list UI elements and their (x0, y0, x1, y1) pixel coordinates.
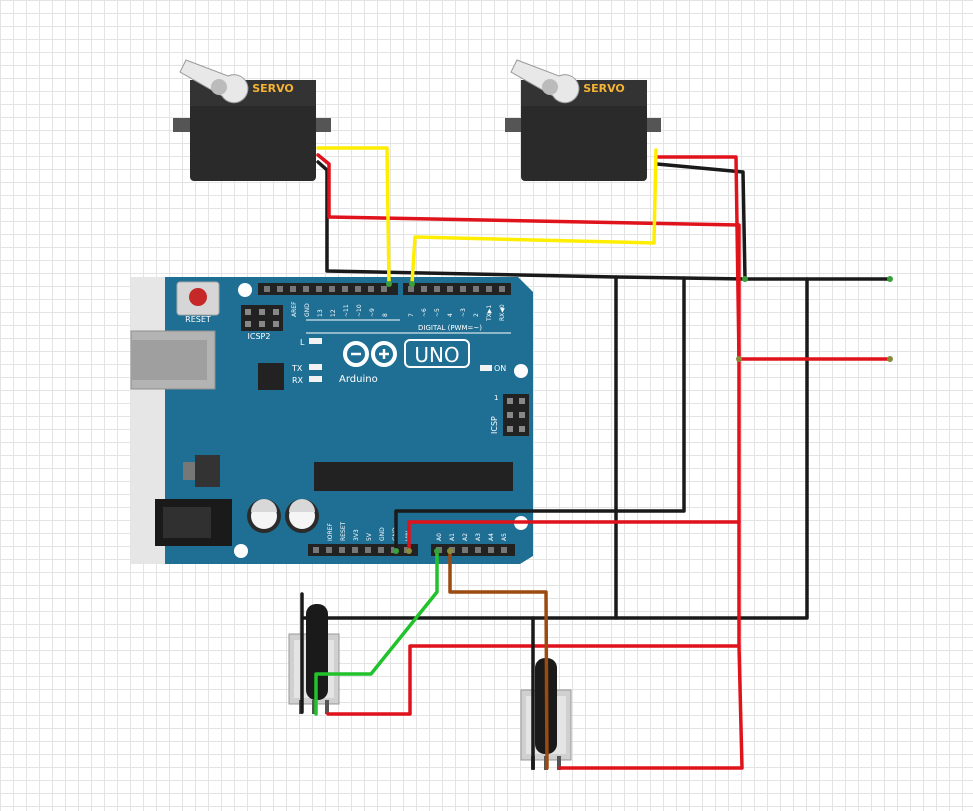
pin-label-6: ~6 (421, 308, 428, 317)
pin-label-12: 12 (330, 309, 337, 317)
led-l-label: L (300, 338, 305, 347)
board-pcb (165, 277, 533, 564)
mount-hole (234, 544, 248, 558)
pin-label-9: ~9 (369, 308, 376, 317)
wire-power-pot-right[interactable] (558, 644, 744, 770)
arduino-logo: UNO Arduino (339, 339, 470, 385)
pin-label-rx0: RX◀0 (499, 304, 506, 321)
led-on (480, 365, 492, 371)
pin-label-a0: A0 (436, 533, 443, 541)
wire-pot-right-signal[interactable] (448, 549, 549, 770)
servo-shaft (211, 79, 227, 95)
servo-right[interactable]: SERVO (505, 59, 661, 181)
pin-label-gnd: GND (304, 303, 311, 317)
led-tx (309, 364, 322, 370)
wire-servo-right-ground[interactable] (655, 162, 747, 281)
pot-pin (325, 700, 329, 714)
servo-shaft (542, 79, 558, 95)
wire-power-pot-left[interactable] (326, 520, 741, 716)
icsp2-header (241, 305, 283, 331)
pin-label-8: 8 (382, 313, 389, 317)
reset-button-cap[interactable] (189, 288, 207, 306)
arduino-board[interactable]: RESET ICSP2 AREF GND (130, 277, 533, 564)
wire-pot-left-signal[interactable] (314, 549, 439, 716)
pin-label-a4: A4 (488, 533, 495, 541)
pin-label-a2: A2 (462, 533, 469, 541)
icsp2-label: ICSP2 (248, 332, 271, 341)
usb-chip (258, 363, 284, 390)
reset-label: RESET (185, 315, 211, 324)
pin-label-gnd1: GND (379, 527, 386, 541)
digital-header-low (403, 283, 511, 295)
pin-label-5: ~5 (434, 308, 441, 317)
pin-label-10: ~10 (356, 304, 363, 317)
pin-label-5v: 5V (366, 532, 373, 541)
power-header (308, 544, 418, 556)
pin-label-4: 4 (447, 313, 454, 317)
usb-connector-inner (131, 340, 207, 380)
uno-label: UNO (414, 343, 459, 367)
icsp-header (503, 394, 529, 436)
pin-label-a3: A3 (475, 533, 482, 541)
servo-left-label: SERVO (252, 82, 294, 95)
pin-label-3v3: 3V3 (353, 529, 360, 541)
wire-ground-drop-3[interactable] (300, 277, 809, 714)
voltage-regulator (195, 455, 220, 487)
wire-servo-right-signal[interactable] (410, 148, 658, 286)
digital-label: DIGITAL (PWM=~) (418, 324, 482, 332)
pin-label-7: 7 (408, 313, 415, 317)
wire-servo-right-power[interactable] (654, 155, 741, 361)
pin-label-2: 2 (473, 313, 480, 317)
led-l (309, 338, 322, 344)
wire-servo-left-signal[interactable] (316, 146, 391, 286)
mount-hole (238, 283, 252, 297)
icsp-label: ICSP (490, 416, 499, 434)
wire-endpoints (386, 276, 893, 554)
led-tx-label: TX (291, 364, 303, 373)
mount-hole (514, 364, 528, 378)
pin-label-13: 13 (317, 309, 324, 317)
pin-label-3: ~3 (460, 308, 467, 317)
wire-servo-left-ground[interactable] (316, 160, 892, 281)
pin-label-ioref: IOREF (327, 523, 334, 541)
servo-right-label: SERVO (583, 82, 625, 95)
wire-power-5v[interactable] (407, 357, 741, 553)
icsp-pin1-label: 1 (494, 394, 498, 402)
led-rx-label: RX (292, 376, 304, 385)
regulator-tab (183, 462, 195, 480)
pin-label-tx1: TX▶1 (486, 305, 493, 322)
dc-jack-inner (163, 507, 211, 538)
servo-left[interactable]: SERVO (173, 59, 331, 181)
on-label: ON (494, 364, 506, 373)
led-rx (309, 376, 322, 382)
atmega-chip (314, 462, 513, 491)
arduino-label: Arduino (339, 374, 378, 385)
wire-ground-drop-2[interactable] (394, 276, 686, 553)
pot-knob[interactable] (306, 604, 328, 700)
pin-label-a1: A1 (449, 533, 456, 541)
pin-label-reset: RESET (340, 521, 347, 541)
pot-pin (557, 756, 561, 770)
pin-label-a5: A5 (501, 533, 508, 541)
pot-pin (312, 700, 316, 714)
pin-label-11: ~11 (343, 304, 350, 317)
potentiometer-left[interactable] (288, 604, 340, 714)
pin-label-aref: AREF (291, 301, 298, 317)
